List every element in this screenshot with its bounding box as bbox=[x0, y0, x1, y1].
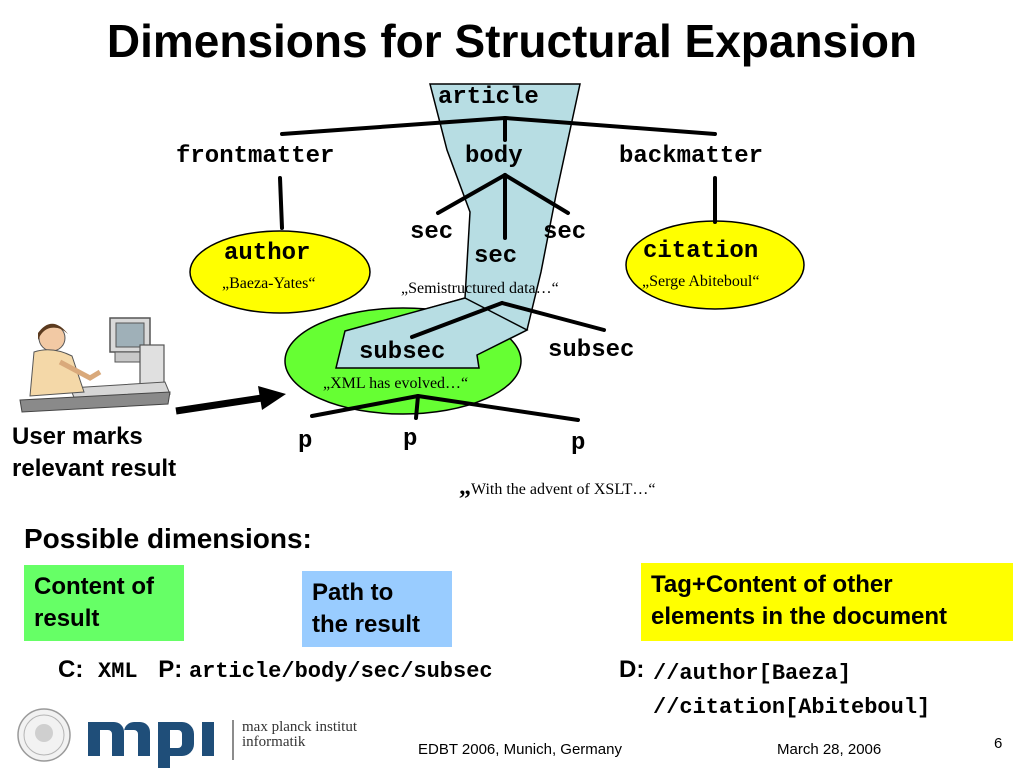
p-quote-mark: „ bbox=[459, 474, 471, 500]
node-p2: p bbox=[403, 426, 418, 453]
edge-sec-subsec-right bbox=[500, 301, 606, 332]
node-sec-left: sec bbox=[410, 219, 454, 246]
content-box-line1: Content of bbox=[34, 573, 154, 600]
node-p3: p bbox=[571, 430, 586, 457]
content-box: Content of result bbox=[24, 565, 184, 641]
p-label: P: bbox=[158, 656, 183, 683]
path-box-line1: Path to bbox=[312, 579, 394, 606]
c-value: XML bbox=[98, 659, 138, 684]
c-label: C: bbox=[58, 656, 84, 683]
mpg-seal-logo bbox=[17, 708, 71, 762]
mpi-logo-line2: informatik bbox=[242, 734, 306, 750]
node-sec-right: sec bbox=[543, 219, 587, 246]
mpi-logo-text: max planck institut informatik bbox=[242, 720, 357, 750]
sec-quote: „Semistructured data…“ bbox=[401, 280, 559, 297]
footer-event: EDBT 2006, Munich, Germany bbox=[418, 741, 622, 758]
path-box: Path to the result bbox=[302, 571, 452, 647]
footer-date: March 28, 2006 bbox=[777, 741, 882, 758]
page-number: 6 bbox=[994, 735, 1003, 752]
citation-ellipse bbox=[625, 220, 805, 310]
edge-subsec-p1 bbox=[310, 394, 420, 418]
edge-frontmatter-author bbox=[278, 176, 284, 230]
node-subsec-right: subsec bbox=[548, 337, 635, 364]
content-box-line2: result bbox=[34, 605, 100, 632]
path-box-line2: the result bbox=[312, 611, 421, 638]
d-value-1: //author[Baeza] bbox=[653, 661, 852, 686]
edge-body-sec-right bbox=[503, 173, 570, 215]
slide-title: Dimensions for Structural Expansion bbox=[106, 15, 918, 67]
mpi-logo-line1: max planck institut bbox=[242, 719, 357, 735]
dimension-values: C: XML P: article/body/sec/subsec bbox=[58, 656, 493, 684]
edge-article-frontmatter bbox=[280, 116, 507, 136]
citation-quote: „Serge Abiteboul“ bbox=[642, 273, 760, 290]
node-subsec-left: subsec bbox=[359, 339, 446, 366]
tag-content-box: Tag+Content of other elements in the doc… bbox=[641, 563, 1013, 641]
relevance-arrow-head bbox=[258, 386, 286, 410]
node-author: author bbox=[224, 240, 311, 267]
p-quote: „With the advent of XSLT…“ bbox=[459, 474, 656, 501]
node-p1: p bbox=[298, 428, 313, 455]
edge-subsec-p2 bbox=[414, 394, 420, 420]
user-label-line2: relevant result bbox=[12, 455, 177, 482]
d-value-2: //citation[Abiteboul] bbox=[653, 695, 931, 720]
user-label: User marks relevant result bbox=[12, 421, 176, 485]
tag-box-line1: Tag+Content of other bbox=[651, 571, 893, 598]
edge-subsec-p3 bbox=[416, 394, 580, 422]
p-value: article/body/sec/subsec bbox=[188, 659, 493, 684]
relevance-arrow-shaft bbox=[175, 394, 263, 415]
author-ellipse bbox=[189, 230, 371, 314]
node-body: body bbox=[465, 143, 523, 170]
node-citation: citation bbox=[643, 238, 759, 265]
tag-box-line2: elements in the document bbox=[651, 603, 948, 630]
node-sec-middle: sec bbox=[474, 243, 518, 270]
node-article: article bbox=[438, 84, 539, 111]
user-at-computer-icon bbox=[19, 317, 171, 413]
user-label-line1: User marks bbox=[12, 423, 143, 450]
mpi-logo bbox=[88, 720, 234, 768]
edge-body-sec-left bbox=[436, 173, 507, 215]
subsec-quote: „XML has evolved…“ bbox=[323, 375, 469, 392]
d-values: //author[Baeza] //citation[Abiteboul] bbox=[653, 657, 930, 725]
p-quote-text: With the advent of XSLT…“ bbox=[471, 481, 656, 498]
author-quote: „Baeza-Yates“ bbox=[222, 275, 316, 292]
possible-dimensions-heading: Possible dimensions: bbox=[24, 523, 312, 554]
node-frontmatter: frontmatter bbox=[176, 143, 335, 170]
node-backmatter: backmatter bbox=[619, 143, 764, 170]
edge-sec-subsec-left bbox=[410, 301, 504, 339]
path-highlight-overlay bbox=[335, 297, 529, 369]
edge-article-backmatter bbox=[503, 116, 717, 136]
d-label: D: bbox=[619, 656, 645, 683]
